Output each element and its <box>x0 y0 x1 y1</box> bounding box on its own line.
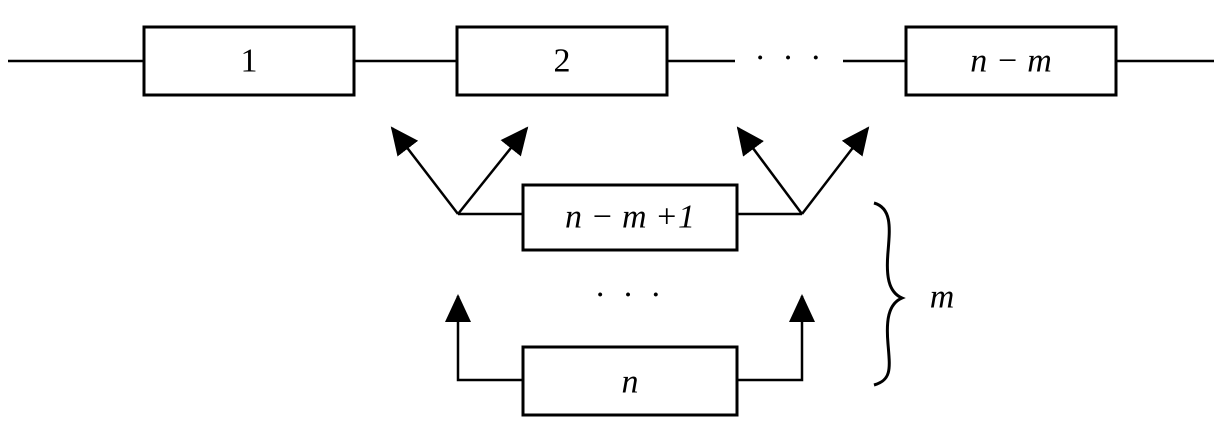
block-n-minus-m-plus-1 <box>521 183 739 252</box>
switch-arrow-left-to-1 <box>390 126 459 215</box>
block-n-minus-m-plus-1-label: n − m +1 <box>565 199 695 236</box>
standby-ellipsis: · · · <box>595 277 666 314</box>
block-n-label: n <box>622 364 639 401</box>
block-1-label: 1 <box>241 43 258 80</box>
switch-arrow-right-to-dots <box>736 126 804 215</box>
series-ellipsis: · · · <box>755 40 826 77</box>
block-n-wire-right <box>737 294 815 382</box>
brace-label-m: m <box>930 279 955 316</box>
block-n <box>521 345 739 417</box>
standby-group-brace <box>873 201 906 387</box>
block-n-wire-left <box>445 294 523 382</box>
block-2-label: 2 <box>554 43 571 80</box>
switch-arrow-left-to-2 <box>457 126 529 215</box>
block-n-minus-m-label: n − m <box>970 43 1052 80</box>
switch-arrow-right-to-nm <box>801 126 870 215</box>
block-n-minus-m <box>904 25 1118 97</box>
